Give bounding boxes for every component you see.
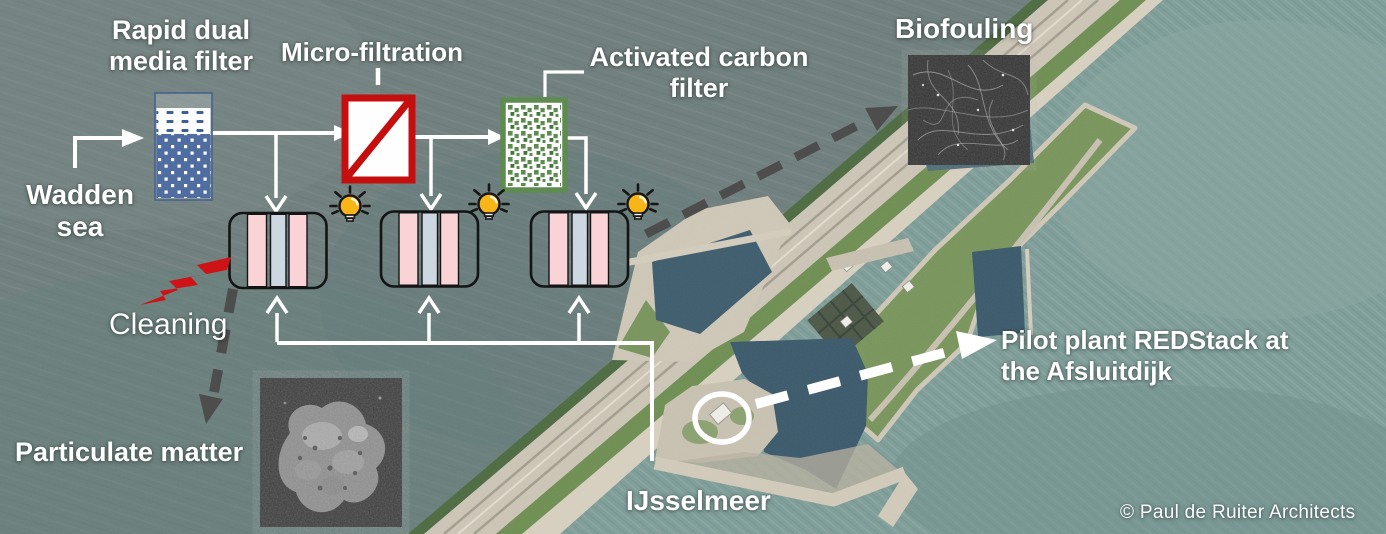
flow-lines <box>73 68 654 461</box>
red-stack-icon <box>529 210 630 288</box>
label-activated-carbon-filter: Activated carbon filter <box>589 42 809 104</box>
carbon-label-connector <box>543 70 584 97</box>
particulate-dashed-arrow <box>199 288 238 424</box>
credit-text: © Paul de Ruiter Architects <box>1120 502 1356 523</box>
label-pilot-plant: Pilot plant REDStack at the Afsluitdijk <box>1001 325 1289 387</box>
activated-carbon-filter-icon <box>500 97 568 193</box>
label-ijsselmeer: IJsselmeer <box>626 485 771 516</box>
biofouling-dashed-arrow <box>643 106 898 239</box>
pilot-plant-pointer <box>754 331 997 409</box>
label-biofouling: Biofouling <box>895 13 1034 44</box>
particulate-matter-sem-image <box>260 378 402 527</box>
idea-bulb-icon <box>468 183 510 221</box>
idea-bulb-icon <box>329 185 371 223</box>
label-particulate-matter: Particulate matter <box>15 437 244 467</box>
red-stack-icon <box>379 210 480 288</box>
red-stack-icon <box>228 211 328 290</box>
label-cleaning: Cleaning <box>109 308 228 341</box>
label-wadden-sea: Wadden sea <box>26 179 134 243</box>
flow-micro-to-carbon <box>412 129 505 213</box>
feed-line-from-ijsselmeer <box>265 294 654 461</box>
flow-media-to-micro <box>212 125 352 215</box>
pilot-plant-location-circle <box>692 391 752 445</box>
label-rapid-dual-media-filter: Rapid dual media filter <box>108 15 254 77</box>
micro-filtration-icon <box>341 94 416 184</box>
cleaning-lightning-icon <box>140 257 231 305</box>
flow-wadden-to-media-filter <box>73 129 144 168</box>
rapid-dual-media-filter-icon <box>154 92 213 201</box>
label-micro-filtration: Micro-filtration <box>281 37 463 67</box>
biofouling-sem-image <box>907 55 1030 165</box>
flow-carbon-to-stack <box>565 136 598 212</box>
